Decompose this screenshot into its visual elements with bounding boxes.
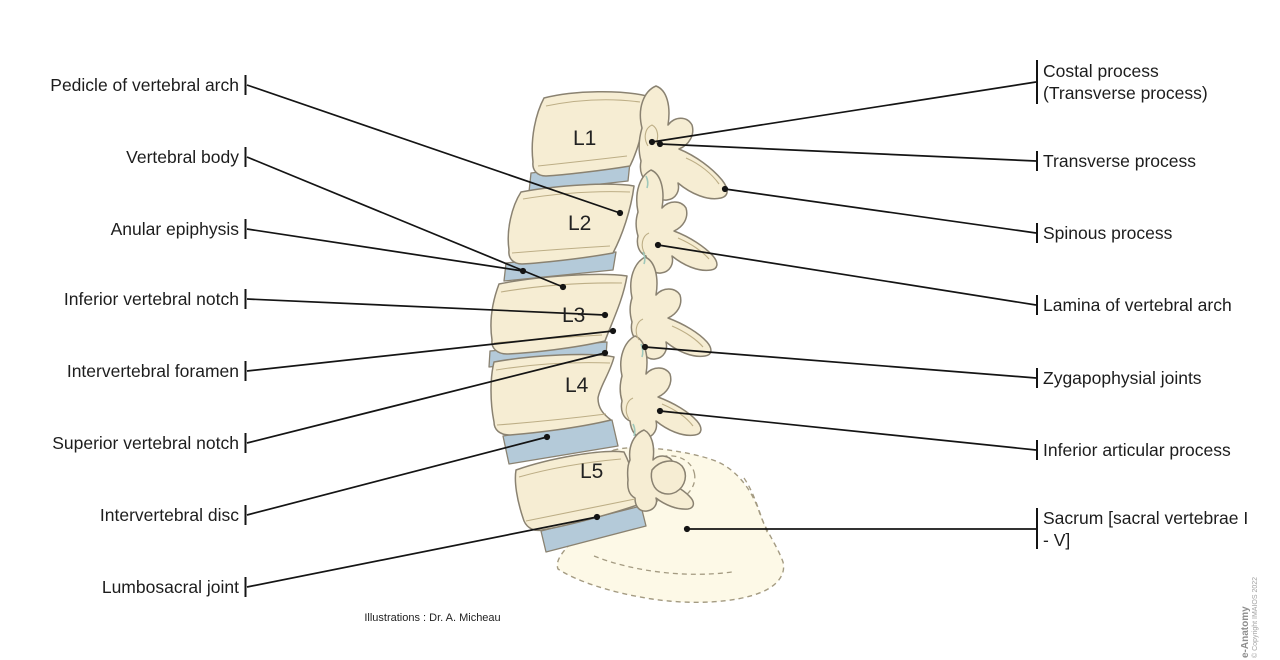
label-transverse-process: Transverse process	[1043, 151, 1197, 171]
leader-zygapophysial-joints	[644, 346, 1037, 379]
leader-intervertebral-disc	[246, 436, 548, 516]
body-l3	[490, 273, 628, 355]
vertebra-label-l3: L3	[562, 304, 585, 327]
watermark-copyright: © Copyright IMAIOS 2022	[1251, 576, 1259, 658]
dot-transverse-process	[656, 140, 664, 148]
dot-lumbosacral-joint	[593, 513, 601, 521]
leader-lines-layer	[244, 60, 1038, 597]
dot-vertebral-body	[559, 283, 567, 291]
leader-transverse-process	[659, 143, 1037, 162]
body-l2	[507, 183, 635, 265]
leader-superior-vertebral-notch	[246, 352, 606, 444]
label-pedicle-of-vertebral-arch: Pedicle of vertebral arch	[50, 75, 239, 95]
s1-articular-process	[650, 460, 687, 495]
label-inferior-articular-process: Inferior articular process	[1043, 440, 1231, 460]
body-l1	[531, 90, 648, 177]
label-lamina-of-vertebral-arch: Lamina of vertebral arch	[1043, 295, 1232, 315]
label-anular-epiphysis: Anular epiphysis	[110, 219, 239, 239]
leader-anular-epiphysis	[246, 228, 524, 272]
label-sacrum-line2: - V]	[1043, 530, 1071, 550]
label-costal-process-line2: (Transverse process)	[1043, 83, 1208, 103]
vertebra-label-l2: L2	[568, 212, 591, 235]
dot-intervertebral-disc	[543, 433, 551, 441]
vertebral-bodies	[490, 90, 648, 532]
label-intervertebral-foramen: Intervertebral foramen	[66, 361, 239, 381]
dot-costal-process	[648, 138, 656, 146]
label-zygapophysial-joints: Zygapophysial joints	[1043, 368, 1202, 388]
dot-inferior-articular-process	[656, 407, 664, 415]
leader-pedicle-of-vertebral-arch	[246, 84, 621, 214]
label-sacrum-line1: Sacrum [sacral vertebrae I	[1043, 508, 1249, 528]
label-costal-process-line1: Costal process	[1043, 61, 1159, 81]
leader-inferior-articular-process	[659, 410, 1037, 451]
dot-pedicle-of-vertebral-arch	[616, 209, 624, 217]
label-inferior-vertebral-notch: Inferior vertebral notch	[63, 289, 239, 309]
dot-sacrum	[683, 525, 691, 533]
label-lumbosacral-joint: Lumbosacral joint	[101, 577, 239, 597]
dot-zygapophysial-joints	[641, 343, 649, 351]
dot-intervertebral-foramen	[609, 327, 617, 335]
illustration-credit: Illustrations : Dr. A. Micheau	[364, 612, 501, 624]
leader-spinous-process	[724, 188, 1037, 234]
vertebra-label-l5: L5	[580, 460, 603, 483]
dot-superior-vertebral-notch	[601, 349, 609, 357]
body-l5	[514, 450, 641, 532]
label-spinous-process: Spinous process	[1043, 223, 1173, 243]
leader-intervertebral-foramen	[246, 330, 614, 372]
watermark: e-Anatomy © Copyright IMAIOS 2022	[1240, 536, 1266, 658]
watermark-brand: e-Anatomy	[1240, 606, 1251, 658]
vertebra-label-l4: L4	[565, 374, 589, 397]
dot-inferior-vertebral-notch	[601, 311, 609, 319]
label-superior-vertebral-notch: Superior vertebral notch	[52, 433, 239, 453]
leader-lamina-of-vertebral-arch	[657, 244, 1037, 306]
leader-lumbosacral-joint	[246, 516, 598, 588]
leader-vertebral-body	[246, 156, 564, 288]
leader-costal-process	[651, 81, 1037, 143]
leader-inferior-vertebral-notch	[246, 298, 606, 316]
dot-anular-epiphysis	[519, 267, 527, 275]
dot-spinous-process	[721, 185, 729, 193]
vertebra-label-l1: L1	[573, 127, 596, 150]
label-vertebral-body: Vertebral body	[126, 147, 239, 167]
label-intervertebral-disc: Intervertebral disc	[99, 505, 239, 525]
dot-lamina-of-vertebral-arch	[654, 241, 662, 249]
